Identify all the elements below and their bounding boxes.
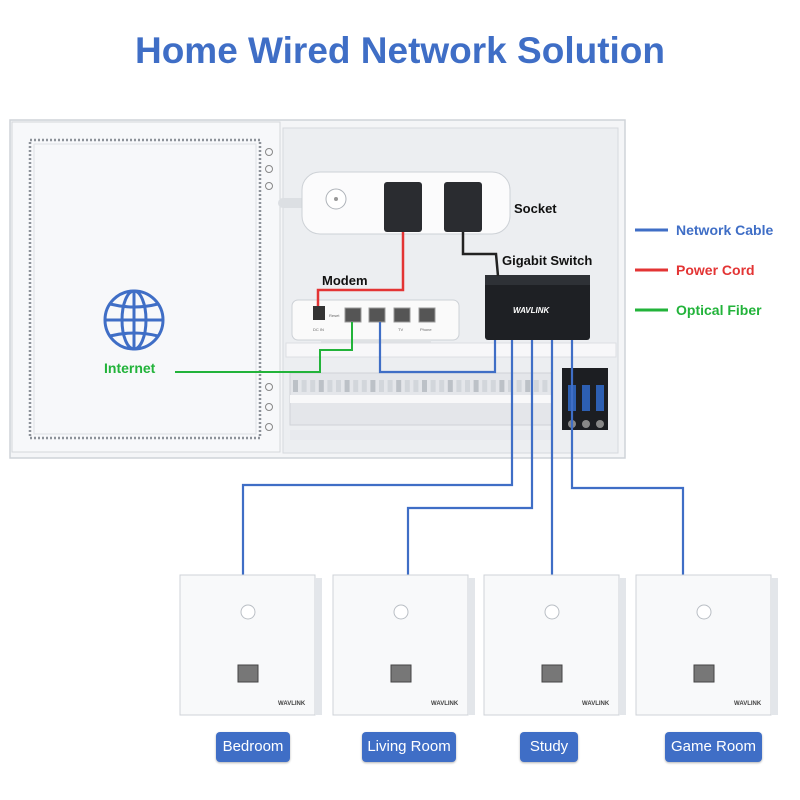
breaker-slot bbox=[336, 380, 341, 392]
breaker-slot bbox=[499, 380, 505, 392]
power-cord-modem bbox=[316, 232, 405, 306]
door-inner-border bbox=[33, 143, 257, 435]
breaker-slot bbox=[379, 380, 384, 392]
breaker-slot bbox=[542, 380, 548, 392]
panel-brand-label: WAVLINK bbox=[431, 701, 459, 707]
breaker-slot bbox=[456, 380, 462, 392]
modem-port-label: DC IN bbox=[313, 327, 324, 332]
wall-panel: WAVLINK bbox=[332, 574, 475, 716]
room-label-game-room: Game Room bbox=[665, 732, 762, 762]
breaker-slot bbox=[447, 380, 453, 392]
panel-led-icon bbox=[696, 604, 712, 620]
internet-label: Internet bbox=[104, 360, 156, 376]
wall-panels: WAVLINK WAVLINK WAVLINK WAVLINK bbox=[179, 574, 778, 716]
wall-panel: WAVLINK bbox=[483, 574, 626, 716]
breaker-slot bbox=[301, 380, 307, 392]
panel-brand-label: WAVLINK bbox=[582, 701, 610, 707]
cabinet-door bbox=[11, 121, 281, 453]
breaker-slot bbox=[353, 380, 359, 392]
ethernet-port-icon bbox=[541, 664, 563, 683]
wall-panel: WAVLINK bbox=[635, 574, 778, 716]
panel-brand-label: WAVLINK bbox=[734, 701, 762, 707]
ethernet-port-icon bbox=[344, 307, 362, 323]
breaker-slot bbox=[404, 380, 410, 392]
breaker-slot bbox=[327, 380, 333, 392]
breaker-slot bbox=[413, 380, 419, 392]
power-strip bbox=[278, 171, 511, 235]
ethernet-port-icon bbox=[418, 307, 436, 323]
breaker-slot bbox=[516, 380, 522, 392]
ethernet-port-icon bbox=[237, 664, 259, 683]
breaker-slot bbox=[465, 380, 470, 392]
globe-icon bbox=[103, 289, 165, 351]
wall-panel: WAVLINK bbox=[179, 574, 322, 716]
optical-fiber-line bbox=[175, 322, 353, 373]
door-hinges bbox=[265, 148, 273, 431]
legend-power-label: Power Cord bbox=[676, 262, 755, 278]
breaker-slot bbox=[293, 380, 298, 392]
ethernet-port-icon bbox=[693, 664, 715, 683]
power-cord-switch bbox=[461, 232, 500, 277]
switch-brand-label: WAVLINK bbox=[513, 306, 551, 315]
panel-brand-label: WAVLINK bbox=[278, 701, 306, 707]
modem-label: Modem bbox=[322, 273, 368, 288]
breaker-slot bbox=[310, 380, 316, 392]
ethernet-port-icon bbox=[368, 307, 386, 323]
gigabit-switch: WAVLINK bbox=[485, 275, 590, 340]
breaker-slot bbox=[396, 380, 402, 392]
panel-led-icon bbox=[544, 604, 560, 620]
ethernet-port-icon bbox=[390, 664, 412, 683]
network-cables bbox=[241, 322, 685, 578]
breaker-slot bbox=[508, 380, 513, 392]
breaker-slots bbox=[293, 380, 548, 392]
equipment-shelf bbox=[285, 342, 617, 358]
breaker-slot bbox=[370, 380, 376, 392]
cable-bedroom bbox=[241, 340, 514, 578]
page-title: Home Wired Network Solution bbox=[134, 30, 666, 71]
room-label-bedroom: Bedroom bbox=[216, 732, 290, 762]
modem-port-label: TV bbox=[398, 327, 403, 332]
modem-port-label: Phone bbox=[420, 327, 432, 332]
cable-modem-to-switch bbox=[378, 322, 497, 374]
breaker-slot bbox=[344, 380, 350, 392]
breaker-slot bbox=[473, 380, 479, 392]
panel-led-icon bbox=[393, 604, 409, 620]
breaker-slot bbox=[422, 380, 427, 392]
modem-port-label: Reset bbox=[329, 313, 340, 318]
room-label-study: Study bbox=[520, 732, 578, 762]
breaker-slot bbox=[430, 380, 436, 392]
breaker-slot bbox=[318, 380, 324, 392]
breaker-slot bbox=[439, 380, 445, 392]
breaker-slot bbox=[525, 380, 531, 392]
ethernet-port-icon bbox=[393, 307, 411, 323]
room-label-living-room: Living Room bbox=[362, 732, 456, 762]
cable-living-room bbox=[406, 340, 534, 578]
panel-led-icon bbox=[240, 604, 256, 620]
breaker-slot bbox=[482, 380, 488, 392]
cable-game-room bbox=[570, 340, 685, 578]
breaker-slot bbox=[387, 380, 393, 392]
modem: DC IN Reset TV Phone bbox=[291, 299, 460, 344]
socket-label: Socket bbox=[514, 201, 557, 216]
legend-network-label: Network Cable bbox=[676, 222, 773, 238]
breaker-slot bbox=[361, 380, 367, 392]
legend-fiber-label: Optical Fiber bbox=[676, 302, 762, 318]
breaker-slot bbox=[533, 380, 539, 392]
gigabit-switch-label: Gigabit Switch bbox=[502, 253, 592, 268]
breaker-slot bbox=[490, 380, 496, 392]
breaker-block bbox=[562, 368, 608, 430]
